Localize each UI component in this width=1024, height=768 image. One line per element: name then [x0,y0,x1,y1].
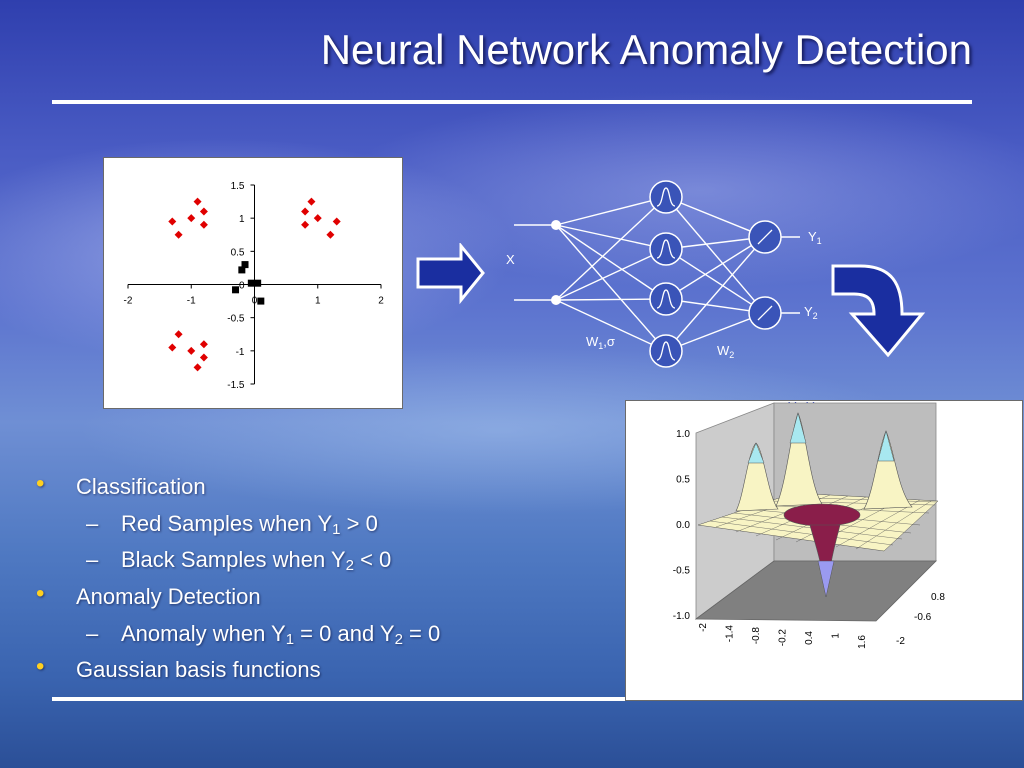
x-tick-label: -0.2 [778,629,789,647]
output-label-y2: Y2 [804,304,818,321]
red-sample-marker [168,343,177,352]
curved-down-arrow-icon [831,264,926,358]
red-sample-marker [301,207,310,216]
slide-title: Neural Network Anomaly Detection [320,26,972,73]
y-tick-label: -0.6 [914,612,932,623]
red-sample-marker [313,214,322,223]
input-label: X [506,252,515,267]
red-sample-marker [326,230,335,239]
red-sample-marker [193,363,202,372]
scatter-chart-panel: -2 -1 0 1 2 1.5 1 0.5 0 -0.5 -1 -1.5 [103,157,403,409]
black-sample-marker [232,286,240,294]
weight2-label: W2 [717,343,734,360]
x-tick-label: 2 [378,296,384,307]
z-tick-label: -1.0 [673,611,691,622]
y-tick-label: -1.5 [227,380,245,391]
bullet-dot-icon: • [36,653,45,680]
z-tick-label: 1.0 [676,429,690,440]
x-tick-label: 1 [831,633,842,639]
bullet-dot-icon: • [36,470,45,497]
y-tick-label: 0 [239,281,245,292]
x-tick-label: -2 [124,296,133,307]
black-sample-marker [257,297,265,305]
input-node [551,295,561,305]
weight1-label: W1,σ [586,334,615,351]
red-sample-marker [307,197,316,206]
bottom-divider [52,697,972,701]
black-sample-marker [241,261,249,269]
y-tick-label: 0.8 [931,592,945,603]
x-tick-label: 0 [252,296,258,307]
y-tick-label: 0.5 [231,247,245,258]
bullet-dot-icon: • [36,580,45,607]
x-tick-label: -1 [187,296,196,307]
x-tick-label: -2 [698,623,709,632]
red-sample-marker [174,330,183,339]
scatter-chart: -2 -1 0 1 2 1.5 1 0.5 0 -0.5 -1 -1.5 [124,181,385,391]
right-arrow-icon [416,243,485,305]
output-node [748,296,782,330]
y-tick-label: 1 [239,214,245,225]
output-node [748,220,782,254]
y-tick-label: -0.5 [227,314,245,325]
red-sample-marker [332,217,341,226]
dash-icon: – [86,547,99,572]
x-tick-label: 1.6 [857,635,868,649]
red-sample-marker [301,220,310,229]
neural-network-diagram: X Y1 Y2 W1,σ W2 [506,180,822,368]
red-sample-marker [199,207,208,216]
y-tick-label: 1.5 [231,181,245,192]
y-tick-label: -2 [896,636,905,647]
red-sample-marker [199,220,208,229]
hidden-node [649,282,683,316]
x-tick-label: 0.4 [804,631,815,645]
surface-plot: Y1-Y2 [673,399,946,649]
top-divider [52,100,972,104]
surface-peaks [735,412,913,512]
surface-crater [783,503,861,598]
red-sample-marker [187,346,196,355]
hidden-node [649,232,683,266]
hidden-node [649,180,683,214]
black-sample-marker [247,279,255,287]
x-tick-label: -1.4 [725,625,736,643]
z-tick-label: 0.5 [676,475,690,486]
black-sample-marker [254,279,262,287]
z-tick-label: -0.5 [673,566,691,577]
x-tick-label: -0.8 [751,627,762,645]
red-sample-marker [168,217,177,226]
red-sample-marker [187,214,196,223]
black-sample-marker [238,266,246,274]
dash-icon: – [86,621,99,646]
input-node [551,220,561,230]
red-sample-marker [174,230,183,239]
hidden-node [649,334,683,368]
output-label-y1: Y1 [808,229,822,246]
red-sample-marker [199,353,208,362]
surface-plot-panel: Y1-Y2 [625,399,1023,701]
x-tick-label: 1 [315,296,321,307]
z-tick-label: 0.0 [676,520,690,531]
dash-icon: – [86,511,99,536]
red-sample-marker [199,340,208,349]
red-sample-marker [193,197,202,206]
y-tick-label: -1 [236,347,245,358]
